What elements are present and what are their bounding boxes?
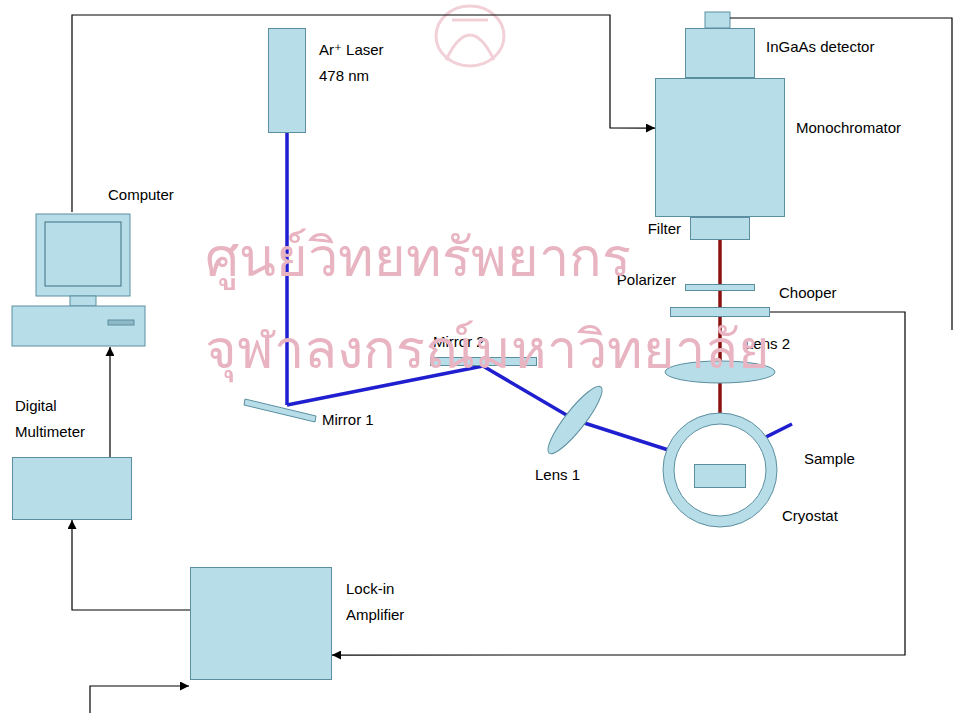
lens-shape: Lens 1: [545, 380, 605, 460]
detector-window: [705, 12, 730, 28]
light-beam: [718, 240, 722, 284]
part-label: InGaAs detector: [766, 34, 874, 60]
part-label: Lock-in Amplifier: [346, 576, 426, 628]
part-label: Ar⁺ Laser 478 nm: [319, 37, 399, 89]
mirror-plate: Mirror 1: [245, 397, 316, 422]
part-label: Filter: [648, 216, 681, 242]
part-label: Cryostat: [782, 503, 838, 529]
computer-icon: [12, 212, 145, 347]
detector-box: InGaAs detector: [685, 28, 755, 78]
computer-icon: Computer: [12, 212, 145, 347]
laser-box: Ar⁺ Laser 478 nm: [268, 28, 306, 133]
light-beam: [718, 291, 722, 307]
signal-wire: [72, 15, 655, 212]
signal-wire: [109, 347, 110, 457]
watermark-text: ศูนย์วิทยทรัพยากร: [205, 226, 631, 290]
part-label: Mirror 1: [322, 407, 374, 433]
part-label: Sample: [804, 446, 855, 472]
part-label: Lens 1: [535, 462, 580, 488]
multimeter-box: Digital Multimeter: [12, 457, 132, 520]
lockin-box: Lock-in Amplifier: [190, 567, 332, 680]
signal-wire: [72, 520, 190, 610]
watermark-text: จุฬาลงกรณ์มหาวิทยาลัย: [205, 318, 770, 382]
signal-wire: [90, 686, 189, 713]
part-label: Computer: [108, 182, 174, 208]
part-label: Chooper: [779, 280, 837, 306]
lens-shape: [545, 380, 605, 460]
sample-box: Sample: [694, 464, 746, 488]
cryostat-ring: CryostatSample: [663, 413, 777, 527]
polarizer-plate: Polarizer: [685, 284, 755, 291]
monochromator-box: Monochromator: [655, 78, 785, 217]
part-label: Digital Multimeter: [15, 393, 110, 445]
part-label: Monochromator: [796, 115, 901, 141]
mirror-plate: [245, 397, 316, 422]
chopper-plate: Chooper: [670, 307, 770, 317]
filter-box: Filter: [690, 217, 750, 240]
